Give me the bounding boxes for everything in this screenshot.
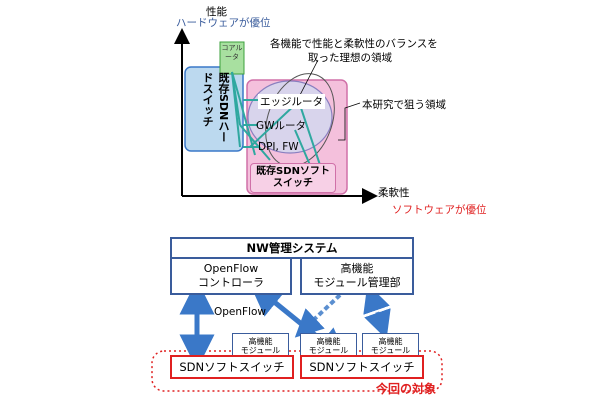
sw-switch-label-2: スイッチ [273, 178, 313, 189]
ideal-callout: 各機能で性能と柔軟性のバランスを 取った理想の領域 [270, 37, 455, 65]
dpi-fw-label: DPI, FW [258, 141, 299, 153]
x-axis-label: 柔軟性 [378, 187, 410, 199]
openflow-controller-line1: OpenFlow [203, 262, 259, 275]
module-3-line1: 高機能 [378, 337, 403, 346]
module-dashed-arrow-1 [294, 293, 342, 338]
module-manager: 高機能 モジュール管理部 [300, 257, 414, 295]
ideal-callout-line [299, 59, 319, 96]
module-box-3: 高機能 モジュール [362, 333, 419, 357]
module-box-2: 高機能 モジュール [300, 333, 357, 357]
module-manager-line2: モジュール管理部 [313, 276, 401, 289]
sw-switch-box: 既存SDNソフト スイッチ [250, 163, 336, 193]
module-1-line2: モジュール [240, 346, 281, 355]
teal-links [231, 71, 321, 166]
module-2-line1: 高機能 [316, 337, 341, 346]
core-router-label: コアルータ [221, 44, 243, 61]
edge-router-label: エッジルータ [258, 94, 325, 109]
ideal-callout-line2: 取った理想の領域 [308, 52, 392, 64]
module-dashed-arrow-2 [363, 283, 391, 340]
openflow-controller: OpenFlow コントローラ [170, 257, 292, 295]
y-axis-note: ハードウェアが優位 [176, 17, 271, 29]
research-callout: 本研究で狙う領域 [362, 99, 446, 111]
module-2-line2: モジュール [308, 346, 349, 355]
sdn-switch-2: SDNソフトスイッチ [300, 355, 424, 379]
module-box-1: 高機能 モジュール [232, 333, 289, 357]
y-axis-label: 性能 [206, 6, 227, 18]
research-callout-line [338, 102, 361, 141]
hw-switch-label: 既存SDNハードスイッチ [201, 72, 230, 143]
sdn-switch-1: SDNソフトスイッチ [170, 355, 294, 379]
openflow-controller-line2: コントローラ [198, 276, 264, 289]
sw-switch-label-1: 既存SDNソフト [256, 166, 330, 177]
module-manager-line1: 高機能 [340, 262, 374, 275]
openflow-label: OpenFlow [214, 306, 267, 318]
ideal-callout-line1: 各機能で性能と柔軟性のバランスを [270, 38, 438, 50]
target-label: 今回の対象 [376, 382, 437, 396]
x-axis-note: ソフトウェアが優位 [392, 204, 487, 216]
gw-router-label: GWルータ [256, 120, 307, 132]
nw-management-system: NW管理システム [170, 237, 414, 259]
module-1-line1: 高機能 [248, 337, 273, 346]
module-3-line2: モジュール [370, 346, 411, 355]
